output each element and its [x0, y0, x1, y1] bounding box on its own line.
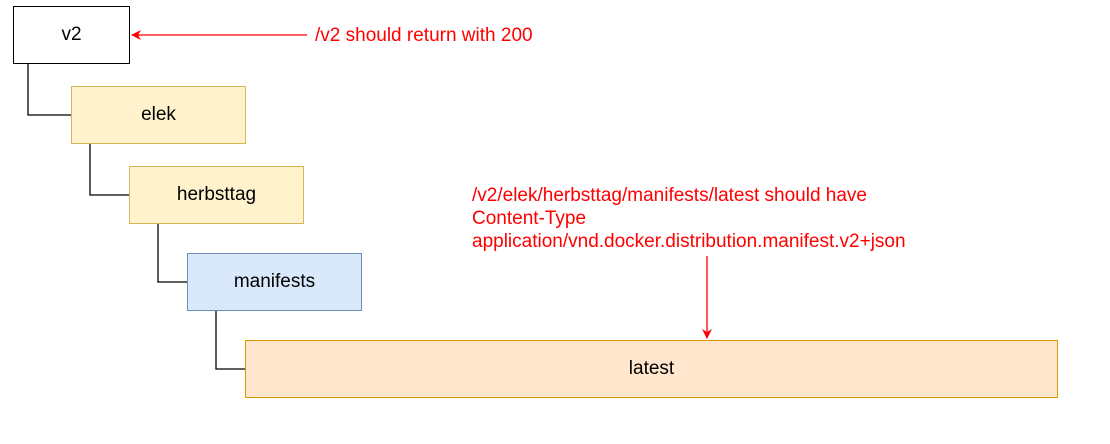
node-herbsttag[interactable]: herbsttag [129, 166, 304, 224]
node-elek[interactable]: elek [71, 86, 246, 144]
annotation-latest: /v2/elek/herbsttag/manifests/latest shou… [472, 184, 906, 253]
annotation-latest-line-3: application/vnd.docker.distribution.mani… [472, 231, 906, 252]
node-v2[interactable]: v2 [13, 6, 130, 64]
connector-manifests-latest [215, 311, 245, 370]
node-manifests[interactable]: manifests [187, 253, 362, 311]
node-v2-label: v2 [61, 24, 82, 45]
node-herbsttag-label: herbsttag [176, 184, 257, 205]
annotation-latest-line-2: Content-Type [472, 208, 587, 229]
node-latest-label: latest [628, 358, 675, 379]
connector-elek-herbsttag [89, 144, 129, 196]
annotation-latest-line-1: /v2/elek/herbsttag/manifests/latest shou… [472, 185, 868, 206]
connector-herbsttag-manifests [157, 224, 187, 283]
annotation-v2: /v2 should return with 200 [315, 24, 533, 47]
node-manifests-label: manifests [233, 271, 316, 292]
node-elek-label: elek [141, 104, 176, 125]
node-latest[interactable]: latest [245, 340, 1058, 398]
connector-v2-elek [27, 64, 71, 116]
annotation-v2-text: /v2 should return with 200 [315, 25, 533, 46]
